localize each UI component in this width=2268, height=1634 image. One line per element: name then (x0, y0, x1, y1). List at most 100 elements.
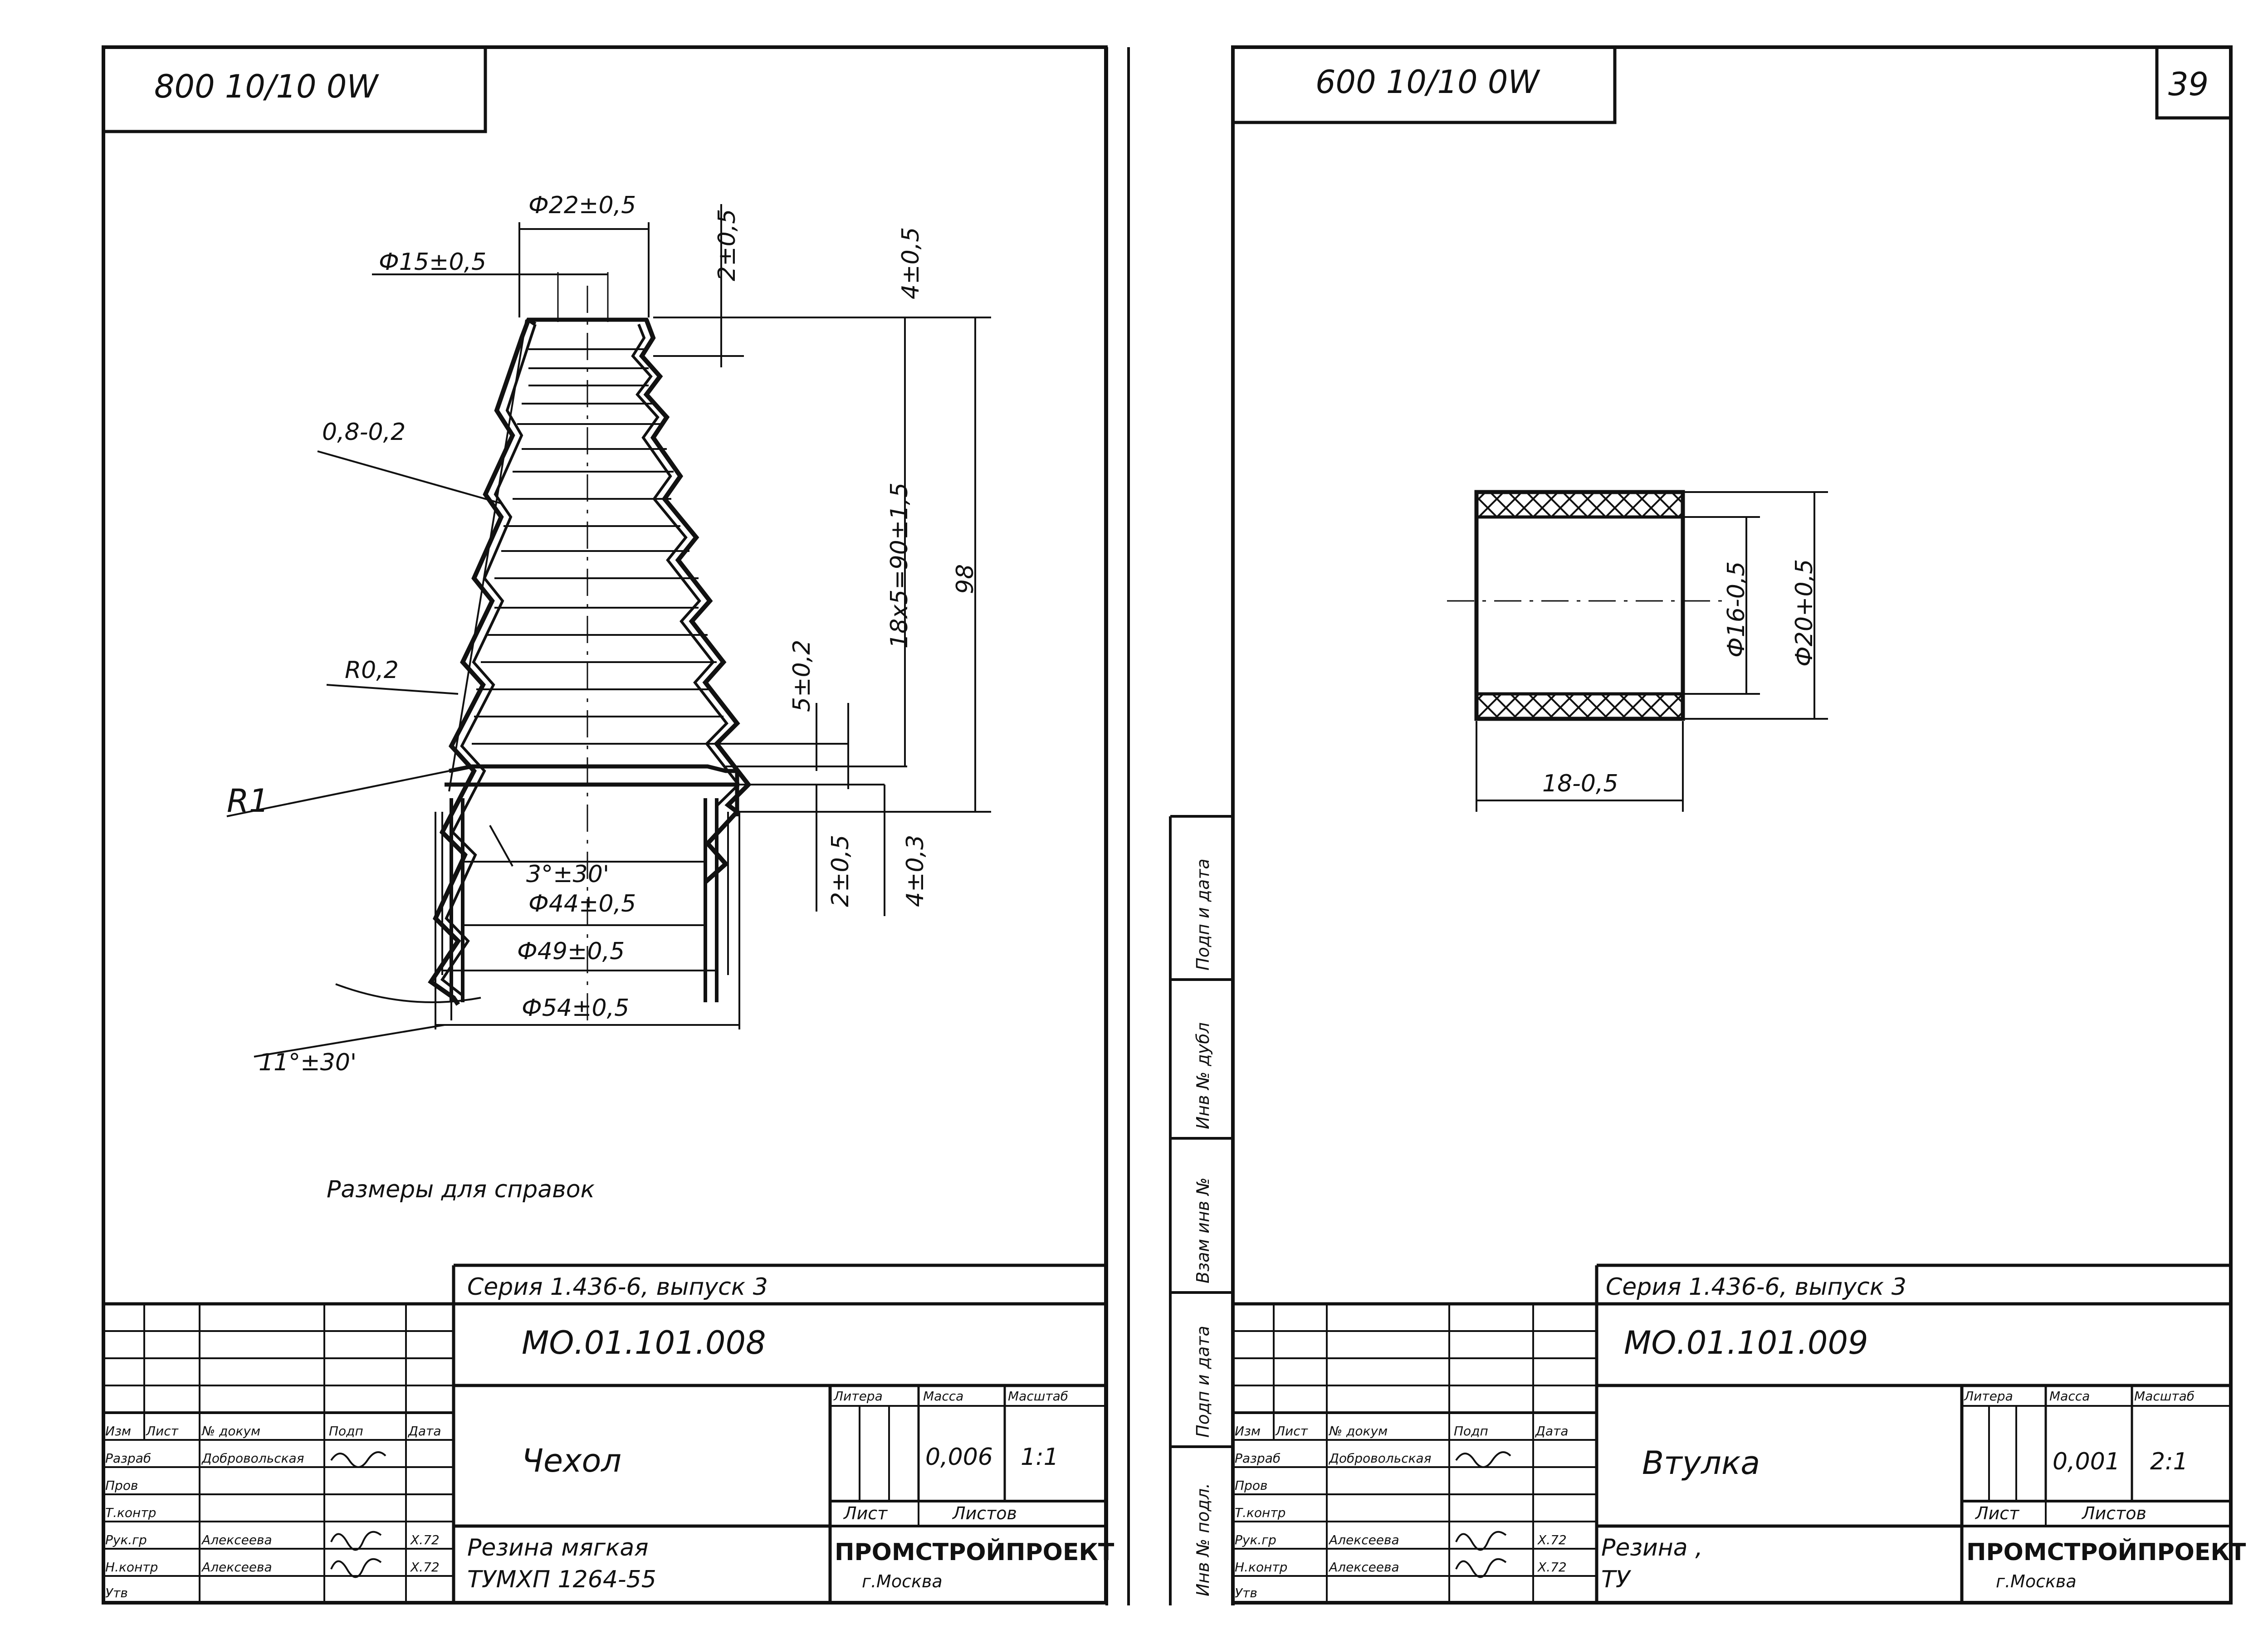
left-role-1: Разраб (105, 1451, 151, 1466)
bellows-bottom-sleeve (450, 798, 719, 1002)
left-series: Серия 1.436-6, выпуск 3 (467, 1273, 768, 1301)
side-label-5: Подп и дата (1193, 858, 1213, 971)
right-mass: 0,001 (2053, 1448, 2120, 1475)
right-doc-number: МО.01.101.009 (1624, 1324, 1868, 1361)
right-sig-h-list: Лист (1275, 1424, 1308, 1439)
left-sig-h-doc: № докум (201, 1424, 260, 1439)
right-sig-h-doc: № докум (1328, 1424, 1388, 1439)
dim-sleeve-outer: Ф20+0,5 (1791, 559, 1818, 667)
left-sig-h-izm: Изм (105, 1424, 131, 1439)
dim-radius: R1 (227, 782, 269, 819)
right-role-4: Рук.гр (1235, 1532, 1276, 1547)
dim-angle-small: 3°±30' (526, 861, 609, 888)
dim-top-offset: 4±0,5 (897, 227, 924, 299)
left-org: ПРОМСТРОЙПРОЕКТ (835, 1538, 1114, 1566)
right-name-5: Алексеева (1328, 1560, 1399, 1575)
left-role-3: Т.контр (105, 1505, 156, 1520)
right-hdr-masshtab: Масштаб (2134, 1389, 2195, 1404)
left-hdr-massa: Масса (923, 1389, 963, 1404)
right-code-text: 600 10/10 0W (1315, 63, 1540, 101)
left-hdr-litera: Литера (833, 1389, 883, 1404)
right-name-4: Алексеева (1328, 1532, 1399, 1547)
left-code-text: 800 10/10 0W (154, 68, 379, 105)
left-role-5: Н.контр (105, 1560, 158, 1575)
bellows-flange (445, 764, 739, 816)
bellows-profile-right (639, 319, 752, 884)
dim-d54: Ф54±0,5 (522, 995, 629, 1022)
sleeve-bottom-wall (1475, 692, 1685, 721)
left-date-5: X.72 (410, 1560, 440, 1575)
left-sig-h-podp: Подп (329, 1424, 363, 1439)
reference-note: Размеры для справок (327, 1176, 595, 1203)
right-role-5: Н.контр (1235, 1560, 1287, 1575)
dim-angle-big: 11°±30' (259, 1049, 357, 1076)
bellows-ribs (472, 348, 726, 745)
bellows-drawing (428, 272, 752, 1025)
dim-radius-inner: R0,2 (345, 657, 399, 684)
right-role-6: Утв (1235, 1585, 1257, 1600)
right-role-3: Т.контр (1235, 1505, 1286, 1520)
right-sig-h-date: Дата (1535, 1424, 1569, 1439)
side-strip-labels: Инв № подл. Подп и дата Взам инв № Инв №… (1193, 858, 1213, 1596)
left-signatures (330, 1451, 386, 1578)
left-hdr-listov: Листов (952, 1503, 1017, 1523)
right-hdr-listov: Листов (2081, 1503, 2146, 1523)
side-label-4: Инв № дубл (1193, 1022, 1213, 1129)
right-sig-h-izm: Изм (1235, 1424, 1261, 1439)
right-dimension-texts: Ф16-0,5 Ф20+0,5 18-0,5 (1542, 559, 1818, 797)
left-dimension-lines (226, 204, 991, 1058)
dim-height: 98 (952, 564, 979, 594)
right-hdr-massa: Масса (2049, 1389, 2090, 1404)
dim-d-top-outer: Ф22±0,5 (528, 192, 636, 219)
right-title-texts: Серия 1.436-6, выпуск 3 МО.01.101.009 Вт… (1235, 1273, 2246, 1600)
left-material-1: Резина мягкая (467, 1534, 649, 1561)
right-part-name: Втулка (1642, 1444, 1760, 1482)
left-sig-h-list: Лист (146, 1424, 179, 1439)
right-date-5: X.72 (1537, 1560, 1567, 1575)
left-doc-number: МО.01.101.008 (522, 1324, 766, 1361)
left-hdr-masshtab: Масштаб (1008, 1389, 1068, 1404)
left-part-name: Чехол (522, 1442, 621, 1479)
sleeve-outline (1474, 490, 1685, 721)
left-date-4: X.72 (410, 1532, 440, 1547)
right-signatures (1455, 1451, 1511, 1578)
right-sig-h-podp: Подп (1454, 1424, 1488, 1439)
sleeve-drawing (1447, 490, 1828, 812)
dim-wall: 0,8-0,2 (322, 419, 406, 446)
left-title-block (103, 1263, 1106, 1603)
side-strip (1169, 815, 1233, 1605)
right-series: Серия 1.436-6, выпуск 3 (1606, 1273, 1906, 1301)
left-sheet-frame (102, 45, 1108, 1605)
left-scale: 1:1 (1021, 1444, 1059, 1471)
bellows-profile-right-inner (631, 323, 741, 806)
dim-sleeve-inner: Ф16-0,5 (1723, 561, 1750, 658)
right-sheet-frame (1231, 45, 2233, 1605)
left-material-2: ТУМХП 1264-55 (467, 1566, 656, 1593)
right-org: ПРОМСТРОЙПРОЕКТ (1966, 1538, 2246, 1566)
right-role-1: Разраб (1235, 1451, 1281, 1466)
side-label-2: Подп и дата (1193, 1326, 1213, 1438)
right-date-4: X.72 (1537, 1532, 1567, 1547)
left-name-5: Алексеева (201, 1560, 272, 1575)
right-material-2: ТУ (1601, 1566, 1632, 1593)
left-role-2: Пров (105, 1478, 138, 1493)
left-name-4: Алексеева (201, 1532, 272, 1547)
dim-bottom-offset: 4±0,3 (902, 835, 929, 907)
bellows-profile-left (428, 319, 531, 1006)
left-sig-h-date: Дата (407, 1424, 441, 1439)
left-code-box: 800 10/10 0W (103, 47, 487, 133)
dim-top-thick: 2±0,5 (714, 209, 741, 281)
right-city: г.Москва (1996, 1571, 2077, 1591)
dim-d44: Ф44±0,5 (528, 890, 636, 917)
right-role-2: Пров (1235, 1478, 1267, 1493)
sleeve-top-wall (1475, 490, 1685, 519)
side-label-3: Взам инв № (1193, 1177, 1213, 1283)
dim-pitch-total: 18х5=90±1,5 (886, 483, 913, 649)
left-city: г.Москва (862, 1571, 943, 1591)
dim-d49: Ф49±0,5 (517, 938, 625, 965)
dim-pitch: 5±0,2 (788, 640, 816, 712)
right-hdr-list: Лист (1975, 1503, 2020, 1523)
side-label-1: Инв № подл. (1193, 1483, 1213, 1596)
dim-sleeve-length: 18-0,5 (1542, 770, 1618, 797)
